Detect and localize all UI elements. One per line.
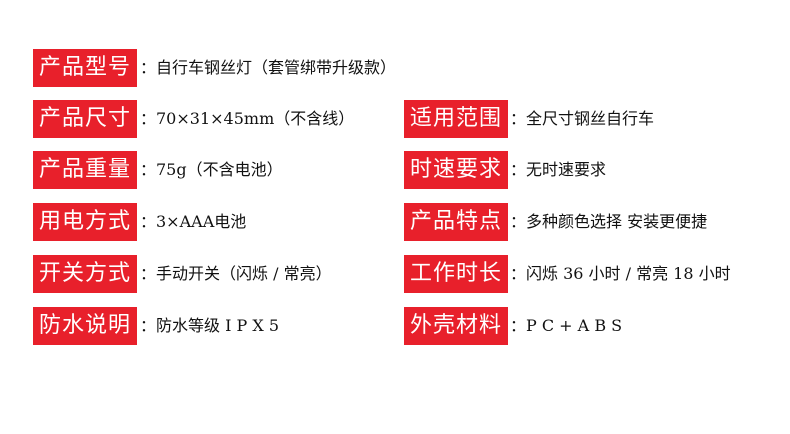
value-product-features: ：多种颜色选择 安装更便捷: [510, 212, 708, 231]
value-working-time: ：闪烁 36 小时 / 常亮 18 小时: [510, 264, 731, 283]
value-shell-material: ：P C + A B S: [510, 316, 623, 335]
value-speed-requirement: ：无时速要求: [510, 160, 607, 179]
label-waterproof: 防水说明: [33, 307, 137, 345]
value-switch-method: ：手动开关（闪烁 / 常亮）: [140, 264, 332, 283]
label-product-features: 产品特点: [404, 203, 508, 241]
value-power-method: ：3×AAA电池: [140, 212, 247, 231]
spec-row-model: 产品型号 ：自行车钢丝灯（套管绑带升级款）: [0, 49, 790, 87]
label-shell-material: 外壳材料: [404, 307, 508, 345]
label-applicable-range: 适用范围: [404, 100, 508, 138]
label-product-size: 产品尺寸: [33, 100, 137, 138]
spec-row-switch: 开关方式 ：手动开关（闪烁 / 常亮） 工作时长 ：闪烁 36 小时 / 常亮 …: [0, 255, 790, 293]
spec-row-size: 产品尺寸 ：70×31×45mm（不含线） 适用范围 ：全尺寸钢丝自行车: [0, 100, 790, 138]
label-power-method: 用电方式: [33, 203, 137, 241]
spec-row-weight: 产品重量 ：75g（不含电池） 时速要求 ：无时速要求: [0, 151, 790, 189]
value-applicable-range: ：全尺寸钢丝自行车: [510, 109, 655, 128]
label-product-weight: 产品重量: [33, 151, 137, 189]
value-waterproof: ：防水等级 I P X 5: [140, 316, 280, 335]
value-product-weight: ：75g（不含电池）: [140, 160, 283, 179]
spec-row-power: 用电方式 ：3×AAA电池 产品特点 ：多种颜色选择 安装更便捷: [0, 203, 790, 241]
label-switch-method: 开关方式: [33, 255, 137, 293]
value-product-size: ：70×31×45mm（不含线）: [140, 109, 355, 128]
label-working-time: 工作时长: [404, 255, 508, 293]
spec-row-waterproof: 防水说明 ：防水等级 I P X 5 外壳材料 ：P C + A B S: [0, 307, 790, 345]
value-product-model: ：自行车钢丝灯（套管绑带升级款）: [140, 58, 397, 77]
label-speed-requirement: 时速要求: [404, 151, 508, 189]
label-product-model: 产品型号: [33, 49, 137, 87]
